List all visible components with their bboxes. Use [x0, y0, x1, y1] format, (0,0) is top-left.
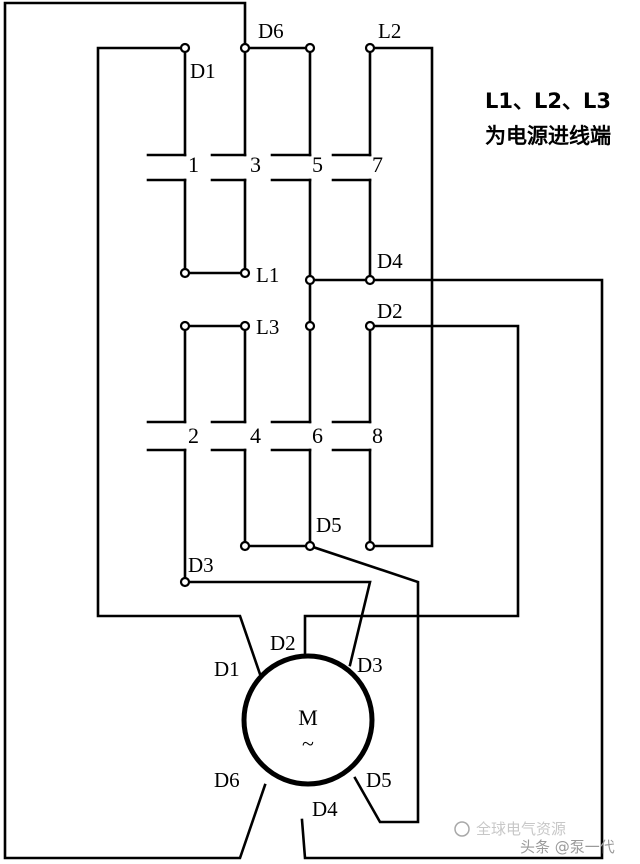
terminal-d5-dot: [304, 540, 316, 552]
label-motor-d4: D4: [312, 797, 338, 821]
label-d6-top: D6: [258, 19, 284, 43]
wire-c4-bot: [243, 448, 312, 548]
label-motor-d3: D3: [357, 653, 383, 677]
wire-d1: [96, 46, 264, 682]
contact-number-1: 1: [188, 152, 199, 177]
contact-number-2: 2: [188, 423, 199, 448]
label-d4-top: D4: [377, 249, 403, 273]
label-d5-top: D5: [316, 513, 342, 537]
motor-circle: [241, 653, 375, 787]
terminals: [179, 42, 376, 588]
wire-outer-left: [3, 1, 267, 860]
terminal-l2-dot: [364, 42, 376, 54]
label-l1: L1: [256, 263, 279, 287]
watermark: 全球电气资源 头条 @泵一代: [454, 820, 615, 856]
label-d3-top: D3: [188, 553, 214, 577]
terminal-d2-dot: [364, 320, 376, 332]
wire-d4: [300, 278, 604, 860]
terminal-l3-dot: [239, 320, 251, 332]
label-motor-d1: D1: [214, 657, 240, 681]
contact-number-4: 4: [250, 423, 261, 448]
wire-l2: [368, 46, 434, 548]
terminal-l1-dot: [239, 267, 251, 279]
motor-symbol: M: [298, 705, 318, 730]
label-motor-d5: D5: [366, 768, 392, 792]
terminal-d6-dot: [304, 42, 316, 54]
label-motor-d6: D6: [214, 768, 240, 792]
contact-number-7: 7: [372, 152, 383, 177]
motor-ac-symbol: ~: [302, 731, 314, 756]
contact-number-6: 6: [312, 423, 323, 448]
wire-d5: [308, 544, 420, 824]
terminal-c2-top-dot: [179, 320, 191, 332]
wire-d3: [183, 580, 372, 667]
power-note: L1、L2、L3 为电源进线端: [485, 89, 611, 148]
wire-d2: [303, 324, 520, 670]
label-d1-top: D1: [190, 59, 216, 83]
watermark-text: 头条 @泵一代: [520, 838, 615, 856]
terminal-junction-dot: [304, 274, 316, 286]
terminal-c6-top-dot: [304, 320, 316, 332]
label-l3: L3: [256, 315, 279, 339]
contact-bars: [146, 153, 372, 452]
contact-number-8: 8: [372, 423, 383, 448]
watermark-overlay-text: 全球电气资源: [476, 820, 566, 838]
note-line-2: 为电源进线端: [485, 124, 611, 148]
motor: M ~: [241, 653, 375, 787]
terminal-top-3-dot: [239, 42, 251, 54]
terminal-labels: D1 D6 L2 L1 D4 L3 D2 D5 D3 D2 D1 D3 D6 D…: [188, 19, 403, 821]
terminal-c4-bottom-dot: [239, 540, 251, 552]
label-motor-d2: D2: [270, 631, 296, 655]
terminal-d3-dot: [179, 576, 191, 588]
note-line-1: L1、L2、L3: [485, 89, 611, 113]
contact-number-5: 5: [312, 152, 323, 177]
label-l2: L2: [378, 19, 401, 43]
contact-number-3: 3: [250, 152, 261, 177]
terminal-c8-bottom-dot: [364, 540, 376, 552]
terminal-c1-bottom-dot: [179, 267, 191, 279]
terminal-d4-dot: [364, 274, 376, 286]
watermark-logo-icon: [454, 821, 470, 837]
terminal-d1-dot: [179, 42, 191, 54]
label-d2-top: D2: [377, 299, 403, 323]
contact-numbers: 1 3 5 7 2 4 6 8: [188, 152, 383, 448]
wires: [3, 1, 604, 860]
